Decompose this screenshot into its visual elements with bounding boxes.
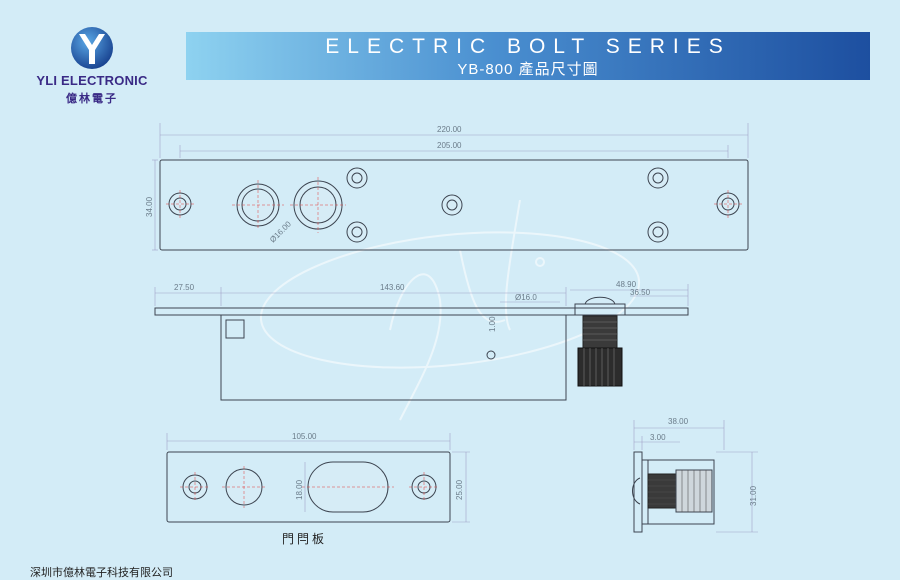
- dim-total-length: 220.00: [437, 125, 462, 134]
- dim-bolt-diameter: Ø16.00: [268, 219, 293, 244]
- dim-left-offset: 27.50: [174, 283, 195, 292]
- dim-height: 34.00: [145, 196, 154, 217]
- side-view: 27.50 143.60 Ø16.0 1.00 48.90 36.50: [154, 280, 689, 401]
- strike-plate-label: 門閂板: [282, 532, 328, 546]
- screw-icon: [346, 167, 669, 243]
- dim-end-width: 38.00: [668, 417, 689, 426]
- dim-plate-hole-spacing: 105.00: [292, 432, 317, 441]
- dim-body-length: 143.60: [380, 283, 405, 292]
- brand-name: YLI ELECTRONIC: [36, 73, 148, 88]
- title-banner: ELECTRIC BOLT SERIES YB-800 產品尺寸圖: [186, 32, 870, 80]
- dim-bolt-inner: 36.50: [630, 288, 651, 297]
- dim-side-bolt-diameter: Ø16.0: [515, 293, 537, 302]
- dim-gap: 1.00: [488, 316, 497, 332]
- banner-title: ELECTRIC BOLT SERIES: [325, 35, 731, 58]
- top-view: 220.00 205.00 34.00 Ø16.00: [145, 123, 749, 251]
- brand-name-chinese: 億林電子: [66, 93, 118, 105]
- strike-plate-view: 105.00 18.00 25.00: [166, 432, 470, 523]
- dim-end-offset: 3.00: [650, 433, 666, 442]
- watermark-logo: [259, 199, 641, 421]
- yli-logo-icon: [71, 27, 113, 69]
- dim-plate-height: 25.00: [455, 479, 464, 500]
- footer-company-text: 深圳市億林電子科技有限公司: [30, 567, 173, 579]
- dim-hole-spacing: 205.00: [437, 141, 462, 150]
- dim-slot-height: 18.00: [295, 479, 304, 500]
- dim-end-height: 31.00: [749, 485, 758, 506]
- dim-bolt-extension: 48.90: [616, 280, 637, 289]
- end-view: 38.00 3.00 31.00: [632, 417, 758, 533]
- banner-subtitle: YB-800 產品尺寸圖: [457, 61, 599, 78]
